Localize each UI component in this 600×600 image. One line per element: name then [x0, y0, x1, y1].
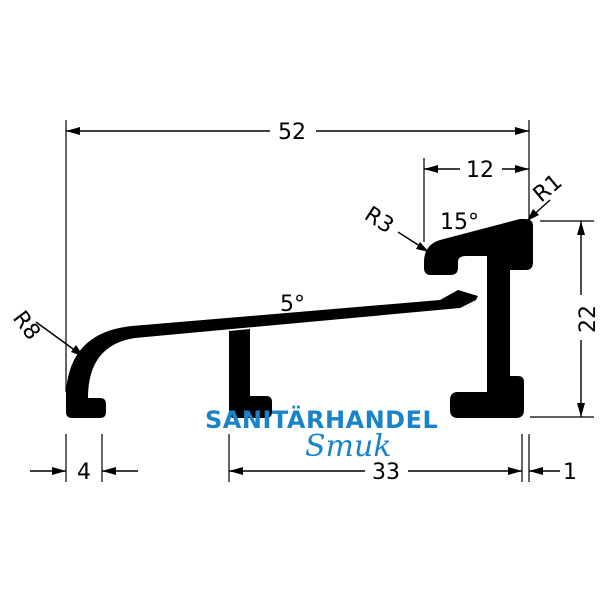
dimension-label-height: 22	[576, 305, 600, 333]
dimension-label-lip-width: 12	[466, 158, 494, 183]
radius-label-mid: R3	[360, 202, 398, 239]
profile-main-body	[66, 290, 478, 418]
radius-callout-mid: R3	[360, 202, 429, 252]
dimension-lip-width: 12	[423, 158, 529, 242]
dimension-end-thickness: 1	[529, 460, 577, 485]
dimension-label-base-span: 33	[372, 460, 400, 485]
radius-label-small: R1	[529, 170, 568, 208]
watermark-line2: Smuk	[305, 429, 392, 464]
dimension-height: 22	[530, 220, 600, 418]
profile-web	[229, 329, 272, 418]
radius-label-large: R8	[7, 307, 45, 345]
angle-label-slope: 5°	[280, 292, 305, 317]
dimension-foot-width: 4	[30, 434, 138, 485]
profile-cross-section	[66, 219, 533, 418]
dimension-base-span: 33	[228, 434, 530, 485]
dimension-label-foot-width: 4	[77, 460, 91, 485]
dimension-label-end-thickness: 1	[563, 460, 577, 485]
profile-clip-slot	[456, 267, 476, 287]
angle-label-lip: 15°	[440, 210, 479, 235]
radius-callout-small: R1	[527, 170, 567, 221]
dimension-overall-width: 52	[65, 120, 530, 392]
radius-callout-large: R8	[7, 307, 84, 357]
profile-right-upright	[424, 219, 533, 418]
watermark-logo: SANITÄRHANDEL Smuk	[205, 405, 438, 464]
watermark-line1: SANITÄRHANDEL	[205, 405, 438, 434]
dimension-label-overall-width: 52	[278, 120, 306, 145]
profile-slot-opening	[462, 262, 470, 268]
